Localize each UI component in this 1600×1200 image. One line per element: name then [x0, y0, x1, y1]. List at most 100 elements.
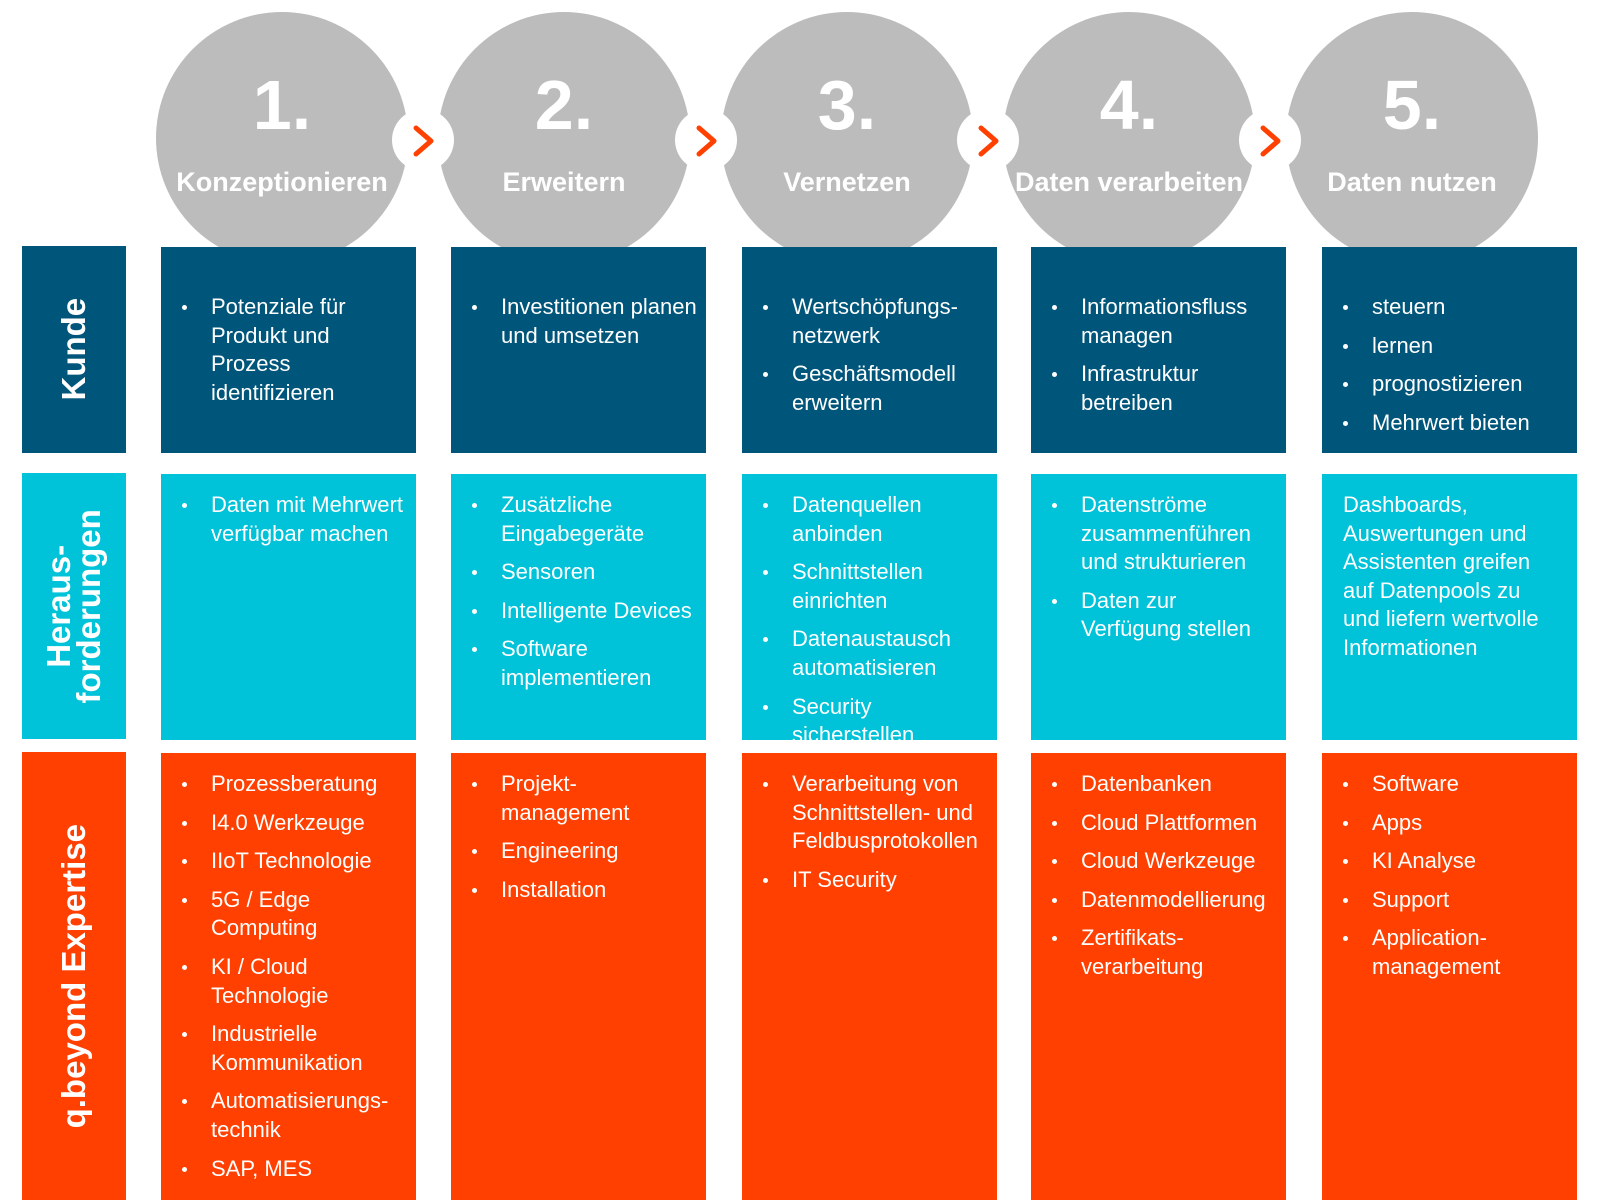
step-title: Vernetzen — [783, 167, 911, 197]
herausforderungen-cell-5: Dashboards, Auswertungen und Assistenten… — [1322, 474, 1577, 740]
list-item: Installation — [472, 876, 698, 905]
bullet-list: Wertschöpfungs- netzwerk Geschäftsmodell… — [742, 247, 997, 417]
herausforderungen-cell-4: Datenströme zusammenführen und strukturi… — [1031, 474, 1286, 740]
kunde-cell-3: Wertschöpfungs- netzwerk Geschäftsmodell… — [742, 247, 997, 453]
cell-paragraph: Dashboards, Auswertungen und Assistenten… — [1343, 492, 1539, 660]
step-connector — [957, 109, 1019, 171]
step-connector — [392, 109, 454, 171]
expertise-cell-5: Software Apps KI Analyse Support Applica… — [1322, 753, 1577, 1200]
step-circle-4: 4. Daten verarbeiten — [1003, 12, 1255, 264]
list-item: Datenquellen anbinden — [763, 491, 989, 548]
list-item: Zertifikats- verarbeitung — [1052, 924, 1278, 981]
bullet-list: Software Apps KI Analyse Support Applica… — [1322, 753, 1577, 982]
list-item: Intelligente Devices — [472, 597, 698, 626]
list-item: Informationsfluss managen — [1052, 293, 1278, 350]
list-item: Mehrwert bieten — [1343, 409, 1569, 438]
list-item: Projekt- management — [472, 770, 698, 827]
list-item: Infrastruktur betreiben — [1052, 360, 1278, 417]
list-item: prognostizieren — [1343, 370, 1569, 399]
kunde-cell-4: Informationsfluss managen Infrastruktur … — [1031, 247, 1286, 453]
expertise-cell-2: Projekt- management Engineering Installa… — [451, 753, 706, 1200]
list-item: Sensoren — [472, 558, 698, 587]
row-label-text: Heraus- forderungen — [40, 508, 108, 704]
row-label-herausforderungen: Heraus- forderungen — [22, 473, 126, 739]
step-number: 4. — [1099, 66, 1159, 144]
list-item: Daten mit Mehrwert verfügbar machen — [182, 491, 408, 548]
bullet-list: Datenströme zusammenführen und strukturi… — [1031, 474, 1286, 644]
kunde-cell-5: steuern lernen prognostizieren Mehrwert … — [1322, 247, 1577, 453]
list-item: SAP, MES — [182, 1155, 408, 1184]
chevron-right-icon — [696, 125, 717, 157]
chevron-right-icon — [413, 125, 434, 157]
list-item: Prozessberatung — [182, 770, 408, 799]
bullet-list: Zusätzliche Eingabegeräte Sensoren Intel… — [451, 474, 706, 693]
list-item: IT Security — [763, 866, 989, 895]
list-item: Datenmodellierung — [1052, 886, 1278, 915]
list-item: Datenströme zusammenführen und strukturi… — [1052, 491, 1278, 577]
herausforderungen-cell-3: Datenquellen anbinden Schnittstellen ein… — [742, 474, 997, 747]
chevron-right-icon — [1260, 125, 1281, 157]
bullet-list: Verarbeitung von Schnittstellen- und Fel… — [742, 753, 997, 894]
list-item: Datenaustausch automatisieren — [763, 625, 989, 682]
list-item: Support — [1343, 886, 1569, 915]
kunde-cell-2: Investitionen planen und umsetzen — [451, 247, 706, 453]
list-item: Engineering — [472, 837, 698, 866]
herausforderungen-cell-2: Zusätzliche Eingabegeräte Sensoren Intel… — [451, 474, 706, 740]
step-circle-1: 1. Konzeptionieren — [156, 12, 408, 264]
step-number: 2. — [534, 66, 594, 144]
bullet-list: Prozessberatung I4.0 Werkzeuge IIoT Tech… — [161, 753, 416, 1183]
list-item: Geschäftsmodell erweitern — [763, 360, 989, 417]
bullet-list: Datenbanken Cloud Plattformen Cloud Werk… — [1031, 753, 1286, 982]
list-item: Datenbanken — [1052, 770, 1278, 799]
list-item: Daten zur Verfügung stellen — [1052, 587, 1278, 644]
list-item: Application- management — [1343, 924, 1569, 981]
list-item: KI / Cloud Technologie — [182, 953, 408, 1010]
step-number: 5. — [1382, 66, 1442, 144]
row-label-line: forderungen — [70, 508, 108, 704]
bullet-list: Potenziale für Produkt und Prozess ident… — [161, 247, 416, 407]
list-item: Apps — [1343, 809, 1569, 838]
row-label-text: Kunde — [54, 298, 92, 401]
list-item: Cloud Plattformen — [1052, 809, 1278, 838]
expertise-cell-3: Verarbeitung von Schnittstellen- und Fel… — [742, 753, 997, 1200]
list-item: lernen — [1343, 332, 1569, 361]
list-item: KI Analyse — [1343, 847, 1569, 876]
step-circle-3: 3. Vernetzen — [721, 12, 973, 264]
list-item: Wertschöpfungs- netzwerk — [763, 293, 989, 350]
list-item: Investitionen planen und umsetzen — [472, 293, 698, 350]
step-number: 3. — [817, 66, 877, 144]
list-item: IIoT Technologie — [182, 847, 408, 876]
list-item: Software implementieren — [472, 635, 698, 692]
herausforderungen-cell-1: Daten mit Mehrwert verfügbar machen — [161, 474, 416, 740]
bullet-list: Projekt- management Engineering Installa… — [451, 753, 706, 904]
bullet-list: Daten mit Mehrwert verfügbar machen — [161, 474, 416, 548]
step-title: Daten nutzen — [1327, 167, 1497, 197]
chevron-right-icon — [978, 125, 999, 157]
expertise-cell-4: Datenbanken Cloud Plattformen Cloud Werk… — [1031, 753, 1286, 1200]
list-item: I4.0 Werkzeuge — [182, 809, 408, 838]
step-title: Erweitern — [502, 167, 626, 197]
expertise-cell-1: Prozessberatung I4.0 Werkzeuge IIoT Tech… — [161, 753, 416, 1200]
step-connector — [1239, 109, 1301, 171]
bullet-list: Investitionen planen und umsetzen — [451, 247, 706, 350]
bullet-list: Informationsfluss managen Infrastruktur … — [1031, 247, 1286, 417]
step-circle-2: 2. Erweitern — [438, 12, 690, 264]
kunde-cell-1: Potenziale für Produkt und Prozess ident… — [161, 247, 416, 453]
row-label-kunde: Kunde — [22, 246, 126, 453]
list-item: Security sicherstellen — [763, 693, 989, 750]
list-item: Software — [1343, 770, 1569, 799]
step-title: Daten verarbeiten — [1014, 167, 1244, 197]
step-number: 1. — [252, 66, 312, 144]
step-title: Konzeptionieren — [176, 167, 388, 197]
bullet-list: steuern lernen prognostizieren Mehrwert … — [1322, 247, 1577, 437]
row-label-text: q.beyond Expertise — [54, 823, 92, 1129]
list-item: Potenziale für Produkt und Prozess ident… — [182, 293, 408, 407]
list-item: steuern — [1343, 293, 1569, 322]
row-label-expertise: q.beyond Expertise — [22, 752, 126, 1200]
list-item: Verarbeitung von Schnittstellen- und Fel… — [763, 770, 989, 856]
list-item: Cloud Werkzeuge — [1052, 847, 1278, 876]
bullet-list: Datenquellen anbinden Schnittstellen ein… — [742, 474, 997, 750]
step-circle-5: 5. Daten nutzen — [1286, 12, 1538, 264]
list-item: Industrielle Kommunikation — [182, 1020, 408, 1077]
list-item: 5G / Edge Computing — [182, 886, 408, 943]
